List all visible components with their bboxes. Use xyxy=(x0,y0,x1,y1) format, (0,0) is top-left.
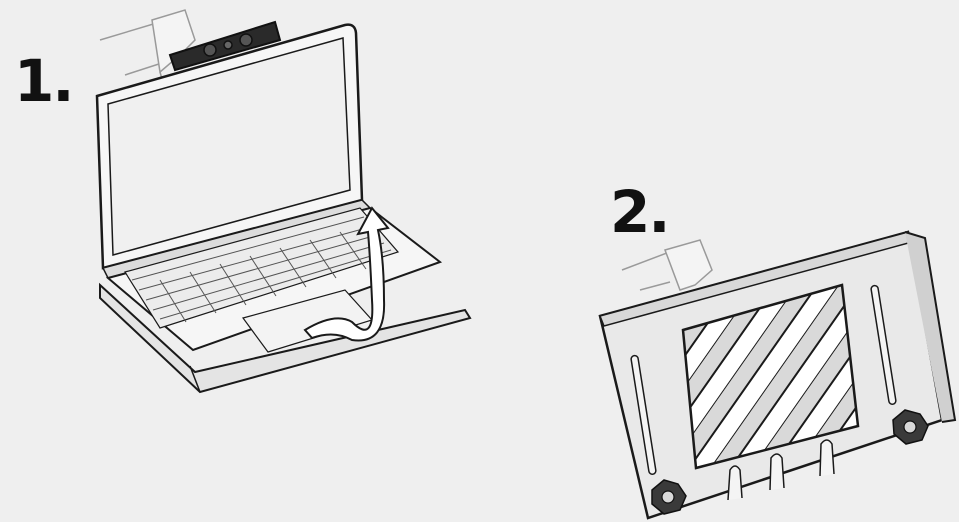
step-1-illustration xyxy=(95,9,472,394)
tray-icon xyxy=(99,282,472,394)
knob-icon xyxy=(651,479,687,515)
laptop-icon xyxy=(95,23,443,353)
step-1-label: 1. xyxy=(14,47,74,115)
step-2-label: 2. xyxy=(610,178,670,246)
webcam-bar xyxy=(168,20,282,72)
curved-arrow-icon xyxy=(303,206,390,342)
step-2-illustration xyxy=(598,230,957,520)
knob-icon xyxy=(892,409,929,445)
mount-bracket-icon xyxy=(621,239,713,291)
tray-icon xyxy=(598,230,957,520)
